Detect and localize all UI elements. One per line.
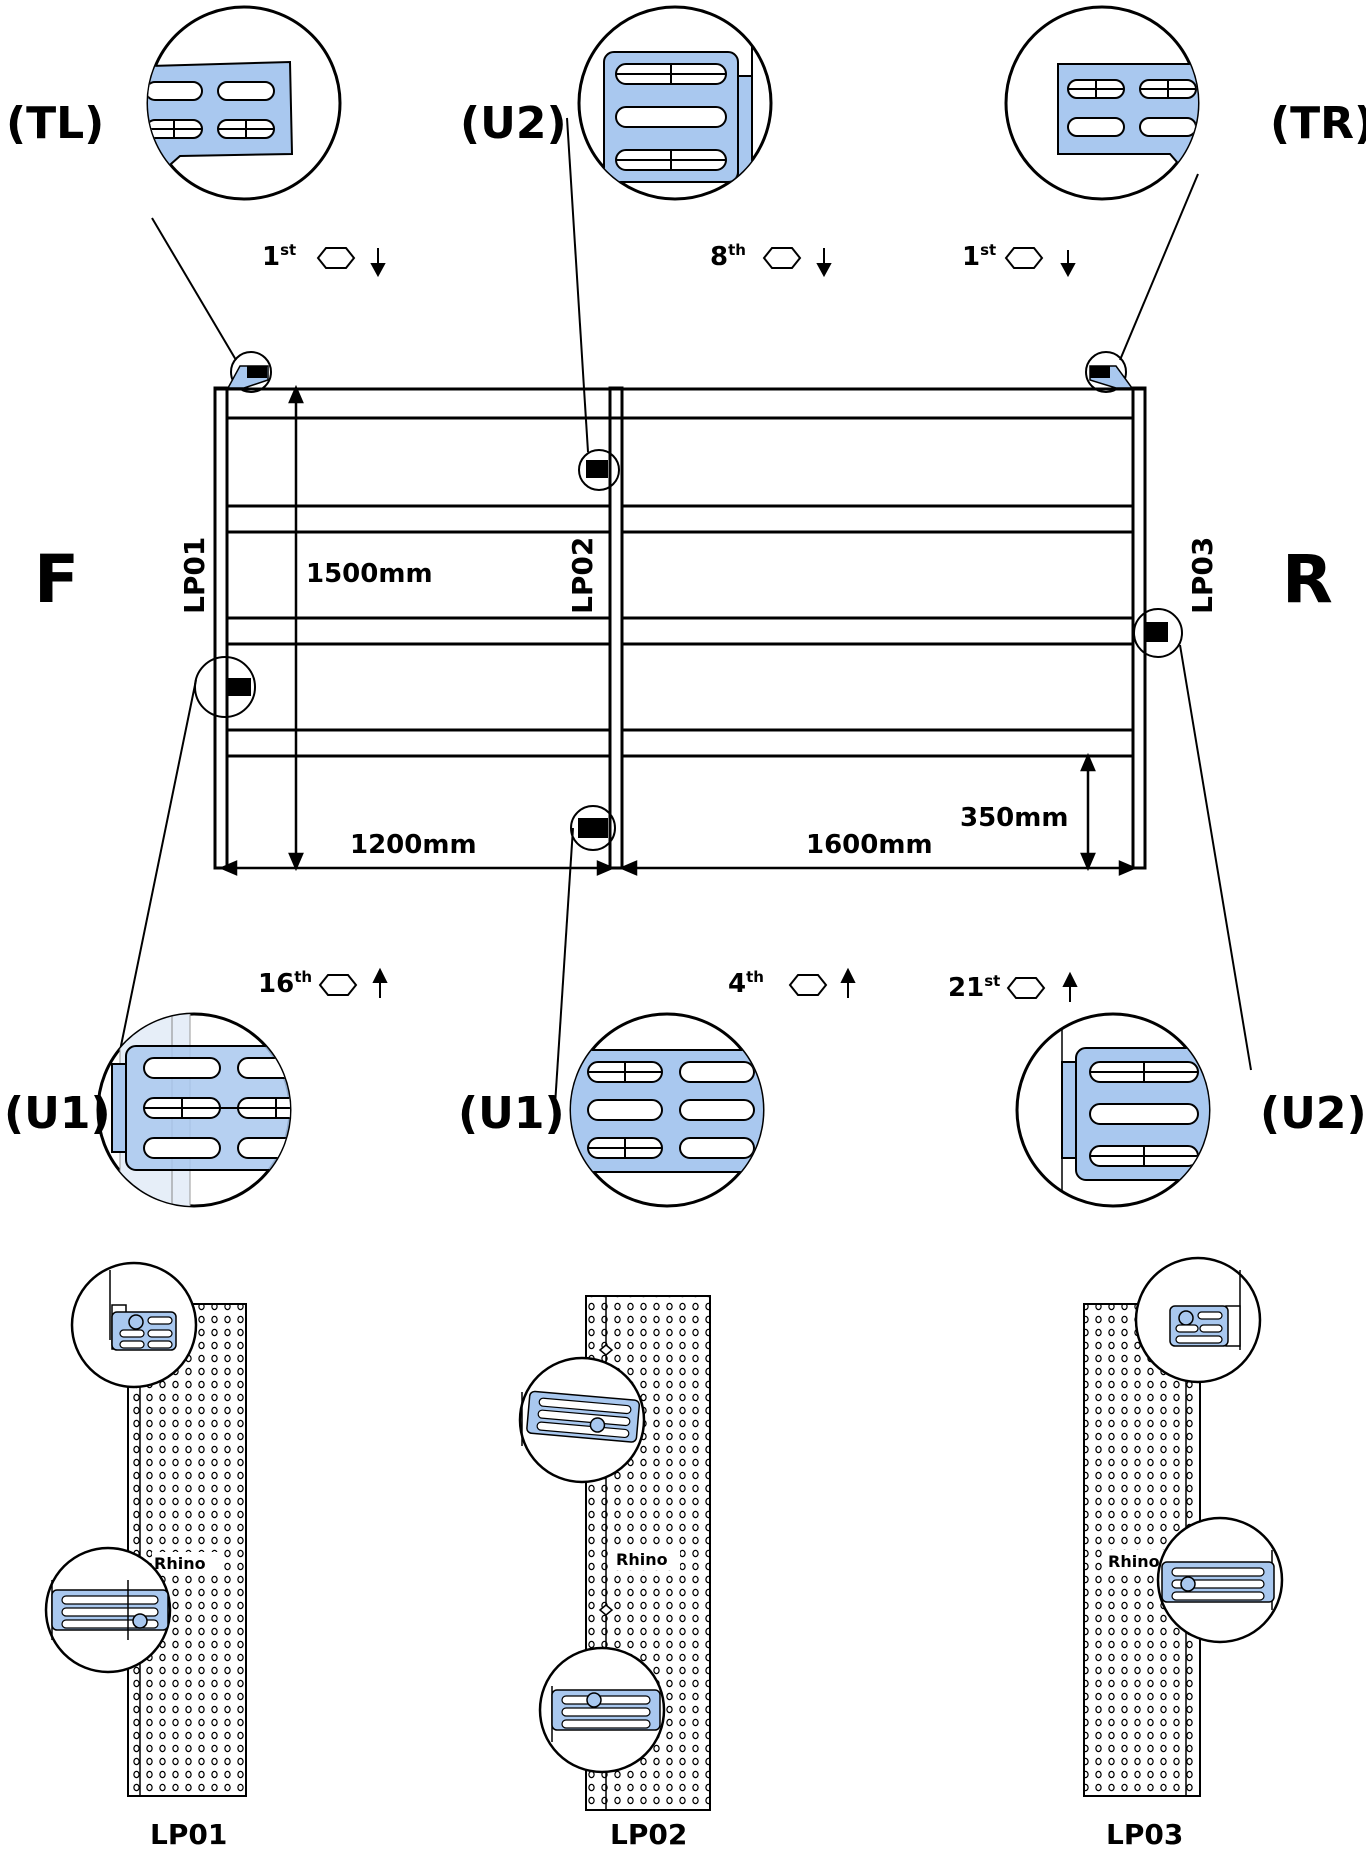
hole-icon [318, 974, 358, 996]
shelf-beam [620, 728, 1135, 758]
arrow-up-icon [372, 967, 388, 998]
code-u1-lp01: (U1) [4, 1088, 111, 1139]
code-u1-lp02: (U1) [458, 1088, 565, 1139]
arrow-down-icon [1060, 250, 1076, 278]
code-u2-top: (U2) [460, 98, 567, 149]
upright-detail-lp02: Rhino [518, 1295, 711, 1811]
hole-pos-tr: 1st [962, 241, 996, 272]
zoom-tr [1004, 5, 1200, 201]
code-tr: (TR) [1270, 98, 1366, 149]
caption-lp02: LP02 [610, 1818, 687, 1851]
caption-lp01: LP01 [150, 1818, 227, 1851]
shelf-beam [225, 616, 612, 646]
code-u2-lp03: (U2) [1260, 1088, 1366, 1139]
zoom-u2-top [577, 5, 773, 201]
rack-frame [213, 386, 1147, 870]
connector-u1-lp01 [194, 656, 256, 718]
connector-u2-lp03 [1133, 608, 1183, 658]
upright-lp01 [213, 386, 229, 870]
hole-icon [1004, 247, 1044, 269]
rhino-logo: Rhino [614, 1548, 680, 1570]
zoom-u1-lp01 [96, 1012, 292, 1208]
shelf-beam [620, 504, 1135, 534]
post-label-lp01: LP01 [178, 537, 211, 614]
shelf-beam [225, 504, 612, 534]
svg-text:Rhino: Rhino [154, 1554, 206, 1573]
connector-u1-lp02 [570, 805, 616, 851]
shelf-beam [225, 728, 612, 758]
arrow-down-icon [816, 248, 832, 278]
code-tl: (TL) [6, 98, 104, 149]
leader-lines [114, 117, 1252, 1106]
connector-marks [194, 351, 1183, 851]
hole-pos-u2-lp03: 21st [948, 972, 1000, 1003]
hole-indicators [316, 247, 1078, 1002]
shelf-beam [620, 616, 1135, 646]
zoom-u1-lp02 [569, 1012, 765, 1208]
arrow-down-icon [370, 248, 386, 278]
post-label-lp03: LP03 [1186, 537, 1219, 614]
upright-detail-lp03: Rhino [1083, 1256, 1284, 1797]
dim-bay-1: 1200mm [350, 830, 477, 860]
hole-pos-u1-lp02: 4th [728, 968, 764, 999]
front-label: F [34, 541, 79, 618]
hole-pos-u1-lp01: 16th [258, 968, 312, 999]
hole-icon [788, 974, 828, 996]
caption-lp03: LP03 [1106, 1818, 1183, 1851]
rhino-logo: Rhino [152, 1552, 218, 1574]
svg-text:Rhino: Rhino [616, 1550, 668, 1569]
connector-tr [1085, 351, 1134, 393]
upright-detail-lp01: Rhino [44, 1261, 247, 1797]
dimension-lines [218, 384, 1138, 876]
rear-label: R [1282, 541, 1333, 618]
zoom-tl [146, 5, 342, 201]
dim-bay-2: 1600mm [806, 830, 933, 860]
connector-u2-top [578, 449, 620, 491]
hole-pos-u2-top: 8th [710, 241, 746, 272]
connector-tl [226, 351, 272, 393]
rhino-logo: Rhino [1106, 1550, 1172, 1572]
arrow-up-icon [1062, 971, 1078, 1002]
zoom-u2-lp03 [1015, 1012, 1211, 1208]
hole-icon [762, 247, 802, 269]
arrow-up-icon [840, 967, 856, 998]
hole-icon [316, 247, 356, 269]
dim-lowest-beam: 350mm [960, 803, 1068, 833]
hole-pos-tl: 1st [262, 241, 296, 272]
dim-height: 1500mm [306, 559, 433, 589]
svg-text:Rhino: Rhino [1108, 1552, 1160, 1571]
hole-icon [1006, 977, 1046, 999]
post-label-lp02: LP02 [566, 537, 599, 614]
